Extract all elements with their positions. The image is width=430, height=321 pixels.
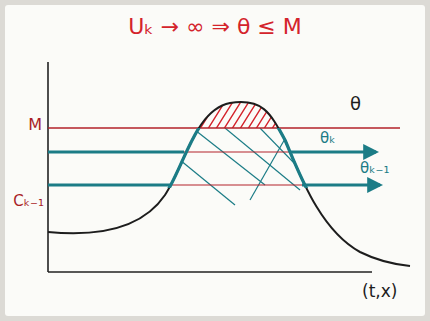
label-anchor: θ	[350, 94, 361, 115]
level-label: M	[28, 115, 42, 134]
label-anchor: θₖ	[320, 129, 336, 147]
label-anchor: (t,x)	[362, 282, 397, 302]
vertical-axis	[47, 62, 49, 272]
level-label: θₖ	[320, 129, 336, 147]
red-hatching	[190, 92, 295, 128]
axis-label: (t,x)	[362, 281, 397, 301]
title-anchor: Uₖ → ∞ ⇒ θ ≤ M	[128, 14, 302, 39]
level-label: Cₖ₋₁	[13, 192, 44, 210]
horizontal-axis	[48, 271, 372, 273]
bell-curve	[48, 102, 410, 266]
level-line	[48, 151, 376, 152]
paper	[5, 5, 425, 316]
truncation-line	[48, 183, 170, 186]
title: Uₖ → ∞ ⇒ θ ≤ M	[128, 14, 302, 39]
truncation-line	[291, 150, 376, 153]
function-label: θ	[350, 93, 361, 114]
teal-hatching	[180, 128, 330, 205]
label-anchor: M	[28, 116, 42, 134]
level-line	[48, 184, 380, 185]
truncation-line	[302, 183, 380, 186]
level-line-m	[48, 127, 400, 128]
truncation-line	[48, 150, 184, 153]
level-label: θₖ₋₁	[360, 159, 390, 177]
label-anchor: θₖ₋₁	[360, 159, 390, 177]
teal-curve-trace	[48, 128, 410, 188]
label-anchor: Cₖ₋₁	[13, 192, 44, 210]
